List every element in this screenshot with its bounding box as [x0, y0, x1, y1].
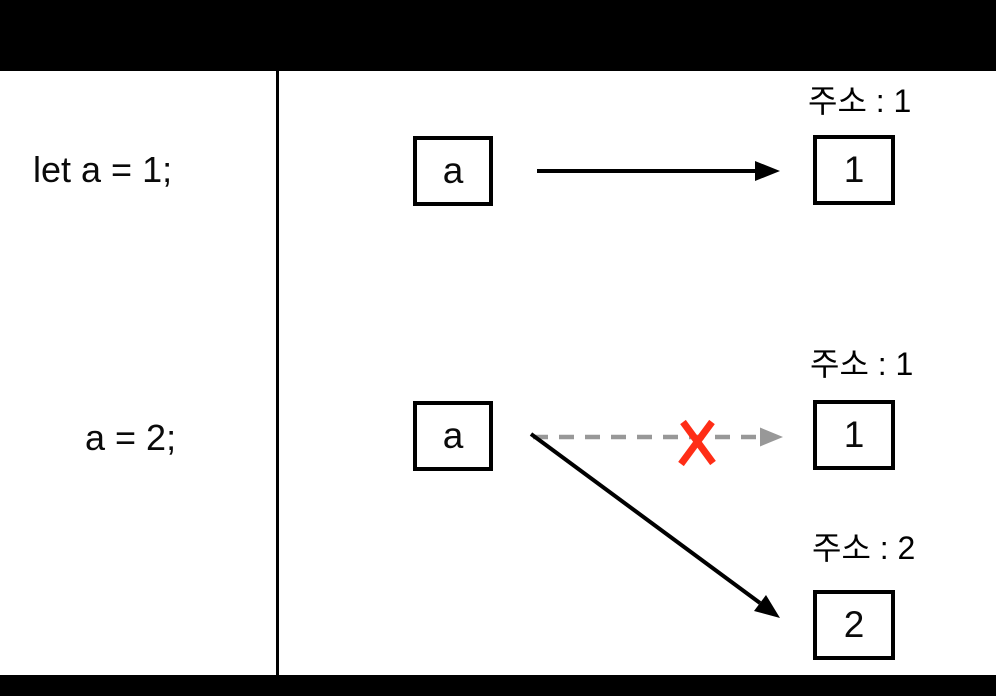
code-line-let-a-1: let a = 1; [33, 149, 173, 190]
variable-box-row2: a [413, 401, 493, 471]
address-label-row2-new: 주소 : 2 [812, 530, 916, 566]
variable-box-row1: a [413, 136, 493, 206]
x-mark-icon [678, 419, 716, 467]
assignment-arrow-row1 [537, 161, 780, 181]
value-box-row2-old: 1 [813, 400, 895, 470]
value-row2-old: 1 [843, 413, 865, 455]
value-box-row2-new: 2 [813, 590, 895, 660]
variable-name-row2: a [442, 414, 464, 456]
new-reference-arrow [529, 432, 780, 618]
letterbox-bottom [0, 675, 996, 696]
old-reference-dashed-arrow [533, 427, 783, 447]
column-divider [276, 71, 279, 675]
value-row1: 1 [843, 148, 865, 190]
value-box-row1: 1 [813, 135, 895, 205]
variable-name-row1: a [442, 149, 464, 191]
letterbox-top [0, 0, 996, 71]
address-label-row2-old: 주소 : 1 [810, 346, 914, 382]
code-line-a-2: a = 2; [85, 417, 177, 458]
value-row2-new: 2 [843, 603, 865, 645]
address-label-row1: 주소 : 1 [808, 83, 912, 119]
